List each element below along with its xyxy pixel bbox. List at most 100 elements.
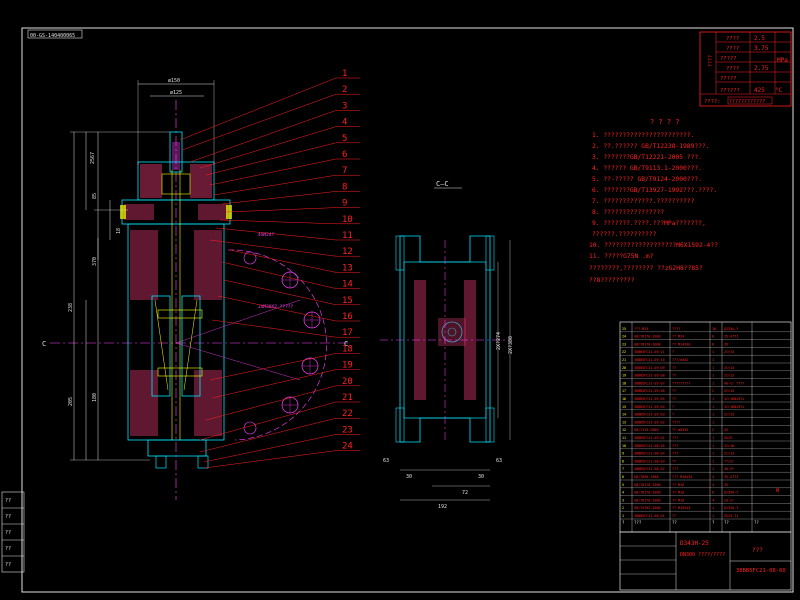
bom-cell: 1 (712, 358, 714, 362)
bom-cell: ??? (672, 467, 678, 471)
bom-cell: 22 (622, 350, 626, 354)
bom-header-cell: ? (622, 520, 625, 525)
bom-cell: 35 (724, 342, 728, 346)
bom-cell: ???/#402 (672, 358, 688, 362)
part-number-24: 24 (342, 442, 353, 452)
part-number-15: 15 (342, 296, 353, 306)
bom-cell: 35-GTTI (724, 475, 738, 479)
bom-cell: 12 (622, 428, 626, 432)
dim-left-a: 2567 (90, 152, 96, 164)
bom-cell: 1 (712, 350, 714, 354)
dim-bot-c: 72 (462, 490, 468, 496)
bom-cell: ?? M16 (672, 483, 684, 487)
cut-label-right: C (344, 340, 348, 348)
bom-cell: 2 (712, 428, 714, 432)
bom-cell: GB/T6170-2000 (634, 498, 661, 502)
bom-cell: GB/T6170-2000 (634, 342, 661, 346)
bom-cell: ??? (672, 436, 678, 440)
bom-cell: ?? M24 (672, 335, 684, 339)
bom-cell: 9 (622, 452, 624, 456)
bom-cell: Q235A-Y (724, 491, 738, 495)
leader-line (205, 142, 337, 176)
leader-line (211, 369, 337, 399)
bom-cell: 45 (724, 428, 728, 432)
part-number-3: 3 (342, 101, 347, 111)
bom-cell: 8 (712, 491, 714, 495)
bom-cell: 40-Cr (724, 467, 734, 471)
bom-cell: 1 (622, 514, 624, 518)
bom-cell: 2Cr13 (724, 350, 734, 354)
bom-header-cell: ?? (754, 520, 759, 525)
bom-cell: 1 (712, 467, 714, 471)
left-stamp: ?? ?? ?? ?? ?? (1, 491, 25, 573)
bom-cell: 8 (712, 342, 714, 346)
note-8: 8. ???????????????? (592, 209, 664, 216)
dim-side-b: 2X?380 (508, 336, 514, 354)
spec-label-5: ????? (720, 76, 737, 82)
note-11b: ????????,???????? ??zG2H8??85? (589, 265, 703, 272)
bom-cell: 18 (622, 381, 626, 385)
bom-cell: GB/T6170-2000 (634, 491, 661, 495)
bom-cell: 1 (712, 366, 714, 370)
part-number-7: 7 (342, 166, 347, 176)
part-number-11: 11 (342, 231, 353, 241)
part-number-2: 2 (342, 85, 347, 95)
bom-cell: 38BB5FC21-08-02 (634, 467, 665, 471)
note-9b: ??????.?????????? (592, 231, 657, 238)
bom-cell: ????????? (672, 381, 690, 385)
leader-line (199, 401, 337, 441)
bom-cell: 2Cr13 (724, 452, 734, 456)
bom-cell: 40-Cr ???? (724, 381, 744, 385)
bom-cell: 2Cr13 (724, 389, 734, 393)
bom-cell: 11 (622, 436, 626, 440)
bom-header-cell: ??? (634, 520, 642, 525)
spec-unit-c: °C (775, 87, 783, 94)
bom-cell: ?? (672, 366, 676, 370)
cut-label-left: C (42, 340, 46, 348)
bom-cell: 1 (712, 381, 714, 385)
note-bolt-b: 2XM30X2 ????? (258, 304, 294, 310)
leader-line (211, 319, 337, 338)
spec-value-1: 2.5 (754, 35, 765, 42)
bom-cell: 20 (622, 366, 626, 370)
part-number-4: 4 (342, 118, 347, 128)
part-number-17: 17 (342, 328, 353, 338)
leader-line (217, 295, 337, 322)
spec-group-label: ???? (708, 55, 714, 67)
dim-left-c: 18 (116, 228, 122, 234)
bom-cell: 38BB5FC21-08-05 (634, 444, 665, 448)
bom-cell: ???? (672, 327, 680, 331)
stamp-cell-4: ?? (5, 546, 11, 552)
part-number-16: 16 (342, 312, 353, 322)
bom-cell: ?? M14X30 (672, 342, 690, 346)
leader-line (209, 239, 337, 257)
bom-cell: 38BB5FC21-09-06 (634, 389, 665, 393)
leader-line (179, 77, 337, 141)
bom-cell: ? (672, 350, 674, 354)
bom-cell: 23 (622, 342, 626, 346)
bom-cell: 3 (622, 498, 624, 502)
dim-left-b: 85 (92, 193, 98, 199)
bom-cell: 1 (712, 459, 714, 463)
bom-cell: 2 (622, 506, 624, 510)
bom-cell: ?? (672, 374, 676, 378)
bom-cell: ???? (672, 420, 680, 424)
dim-left-d: 370 (92, 257, 98, 266)
bom-cell: GB/T5782-2000 (634, 506, 661, 510)
bom-cell: 14 (622, 413, 626, 417)
bom-cell: GB/T898-1988 (634, 475, 659, 479)
bom-cell: 1 (712, 420, 714, 424)
dim-bot-b: 30 (406, 474, 412, 480)
leader-line (209, 158, 337, 186)
bom-cell: 1 (712, 413, 714, 417)
part-number-18: 18 (342, 344, 353, 354)
bom-cell: 38BB5FC21-08-01 (634, 514, 665, 518)
leader-line (223, 279, 337, 306)
bom-cell: ???-M24 (634, 327, 648, 331)
bom-cell: 38BB5FC21-09-08 (634, 374, 665, 378)
bom-cell: 35 (724, 483, 728, 487)
leader-line (181, 93, 337, 151)
